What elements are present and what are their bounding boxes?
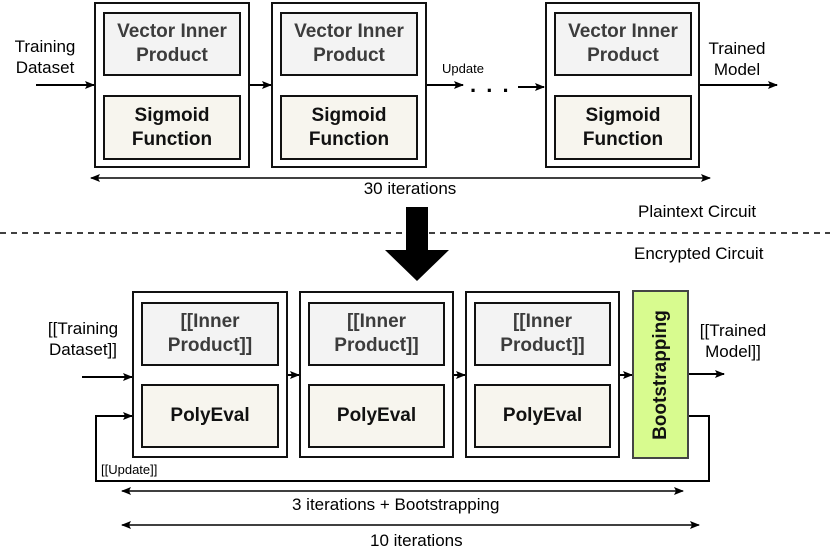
enc-training-dataset-label: [[Training Dataset]] [47, 319, 119, 359]
sigmoid-function-box: Sigmoid Function [280, 95, 418, 160]
polyeval-box: PolyEval [308, 384, 445, 448]
polyeval-box: PolyEval [141, 384, 279, 448]
vector-inner-product-box: Vector Inner Product [103, 12, 241, 76]
plaintext-circuit-label: Plaintext Circuit [638, 202, 757, 221]
training-dataset-label: Training Dataset [14, 37, 76, 77]
transform-down-arrow [385, 207, 449, 281]
iteration-block: Vector Inner Product Sigmoid Function [271, 2, 427, 168]
trained-model-label: Trained Model [708, 39, 766, 79]
vector-inner-product-box: Vector Inner Product [280, 12, 418, 76]
iteration-block: Vector Inner Product Sigmoid Function [94, 2, 250, 168]
polyeval-box: PolyEval [474, 384, 611, 448]
encrypted-circuit-label: Encrypted Circuit [634, 244, 764, 263]
span-3-iterations-label: 3 iterations + Bootstrapping [292, 495, 500, 514]
enc-update-label: [[Update]] [101, 462, 158, 477]
update-label: Update [442, 61, 484, 76]
span-30-label: 30 iterations [363, 179, 457, 198]
iteration-block: Vector Inner Product Sigmoid Function [545, 2, 700, 168]
bootstrapping-box: Bootstrapping [632, 290, 689, 459]
update-feedback-loop [95, 412, 710, 482]
sigmoid-function-box: Sigmoid Function [103, 95, 241, 160]
vector-inner-product-box: Vector Inner Product [554, 12, 692, 76]
enc-trained-model-label: [[Trained Model]] [699, 321, 767, 361]
span-10-iterations-label: 10 iterations [370, 531, 463, 550]
sigmoid-function-box: Sigmoid Function [554, 95, 692, 160]
ellipsis: . . . [470, 72, 511, 97]
